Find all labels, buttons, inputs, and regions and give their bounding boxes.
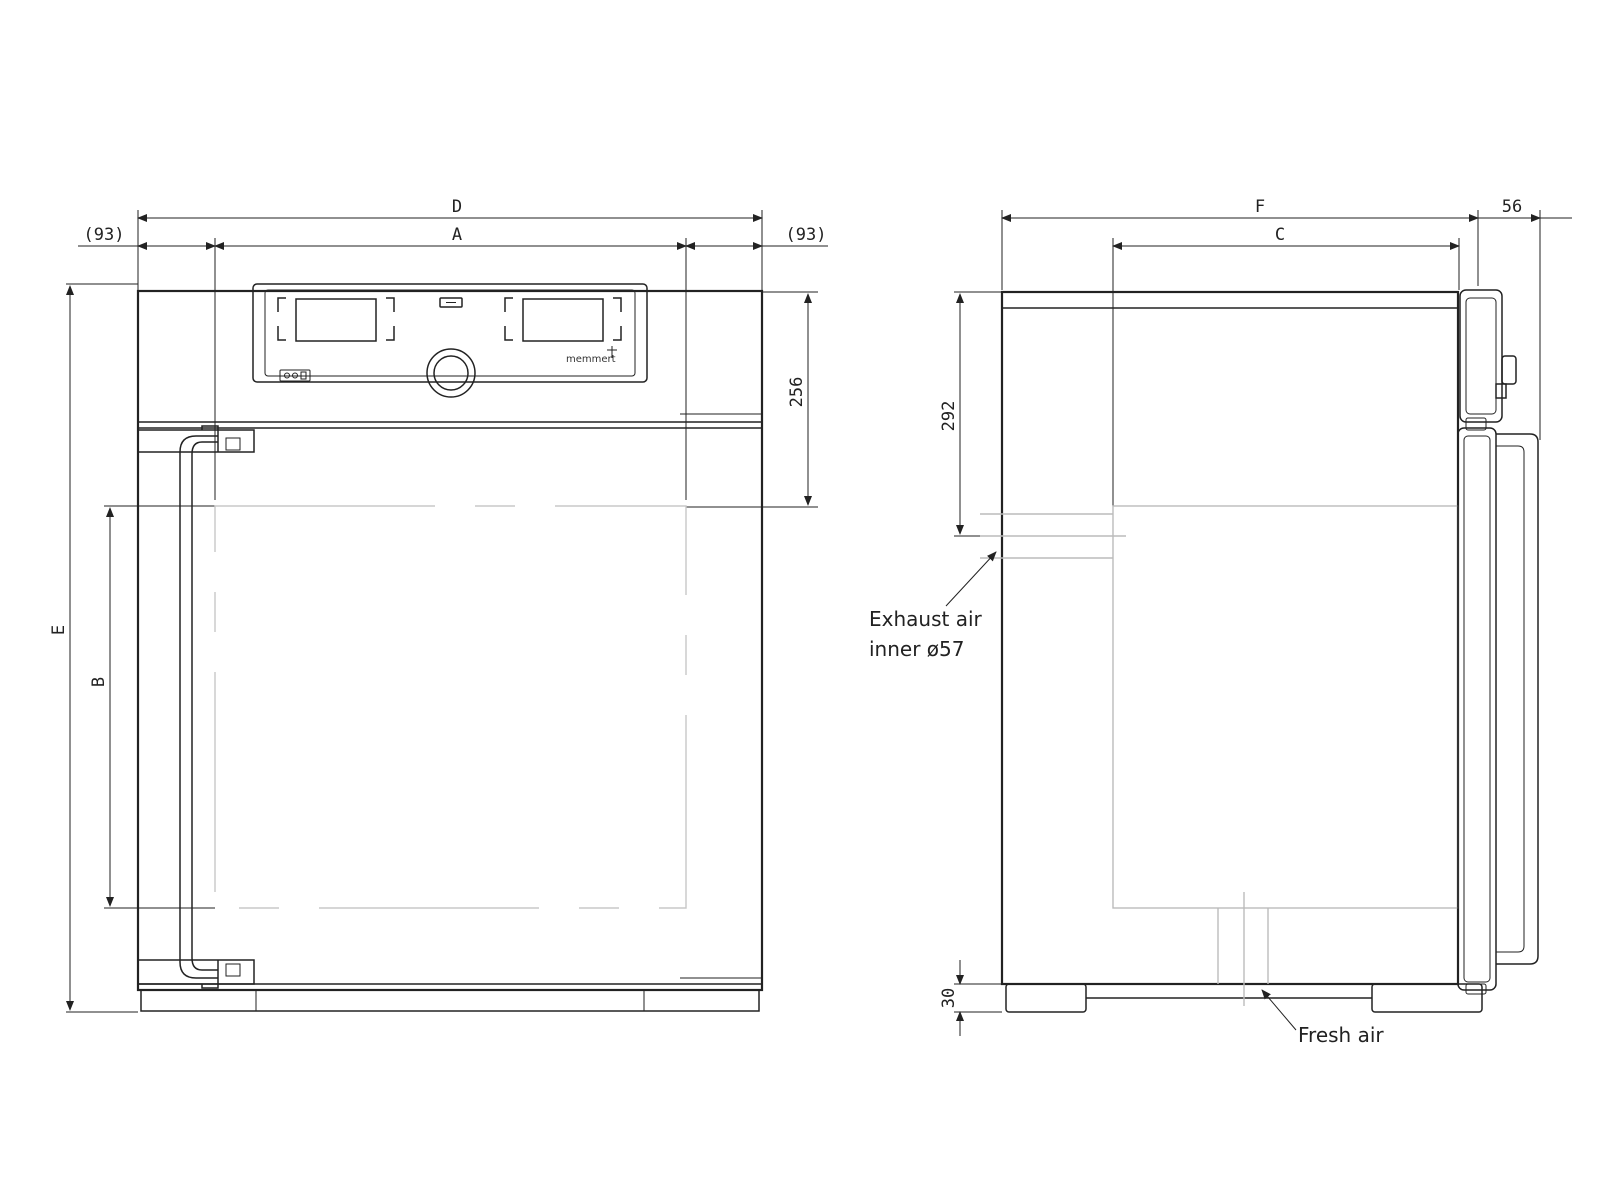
door-side bbox=[1457, 289, 1539, 995]
fresh-air-label: Fresh air bbox=[1298, 1023, 1384, 1047]
cabinet-side bbox=[1000, 290, 1460, 986]
front-foot bbox=[1005, 983, 1087, 1013]
dim-292-label: 292 bbox=[939, 401, 959, 432]
side-view: F 56 C 292 30 bbox=[869, 197, 1572, 1047]
dim-a-label: A bbox=[452, 225, 462, 245]
interior-outline-side bbox=[1112, 505, 1459, 909]
fresh-air-callout: Fresh air bbox=[1261, 989, 1384, 1047]
control-knob bbox=[426, 348, 476, 398]
dim-c: C bbox=[1112, 225, 1460, 250]
exhaust-label-line1: Exhaust air bbox=[869, 607, 983, 631]
dim-56-label: 56 bbox=[1502, 197, 1522, 217]
dim-f: F bbox=[1001, 197, 1479, 222]
dim-e-label: E bbox=[49, 625, 69, 635]
dim-256-label: 256 bbox=[787, 377, 807, 408]
right-display bbox=[522, 298, 604, 342]
dim-b: B bbox=[89, 505, 215, 909]
door-knob-side bbox=[1501, 355, 1517, 385]
dim-e: E bbox=[49, 283, 138, 1013]
front-view: D A (93) (93) E B bbox=[49, 197, 828, 1013]
dim-292: 292 bbox=[939, 291, 1002, 537]
exhaust-callout: Exhaust air inner ø57 bbox=[869, 551, 997, 661]
key-icon bbox=[439, 297, 463, 308]
interior-outline bbox=[214, 505, 687, 909]
dim-30-label: 30 bbox=[939, 988, 959, 1008]
dim-a: A (93) (93) bbox=[78, 225, 828, 250]
dim-256: 256 bbox=[686, 291, 818, 508]
dim-f-label: F bbox=[1255, 197, 1265, 217]
dim-side-right-label: (93) bbox=[786, 225, 827, 245]
dim-b-label: B bbox=[89, 677, 109, 687]
cabinet-front bbox=[136, 289, 764, 992]
dim-d: D bbox=[137, 197, 763, 222]
left-display bbox=[295, 298, 377, 342]
memmert-logo: memmert bbox=[566, 354, 616, 365]
exhaust-label-line2: inner ø57 bbox=[869, 637, 964, 661]
dim-side-left-label: (93) bbox=[84, 225, 125, 245]
dim-d-label: D bbox=[452, 197, 462, 217]
dim-30: 30 bbox=[939, 960, 1002, 1036]
dim-56: 56 bbox=[1478, 197, 1572, 222]
door-handle bbox=[137, 425, 255, 989]
control-panel: memmert bbox=[252, 283, 648, 398]
dim-c-label: C bbox=[1275, 225, 1285, 245]
usb-icon bbox=[279, 369, 311, 382]
